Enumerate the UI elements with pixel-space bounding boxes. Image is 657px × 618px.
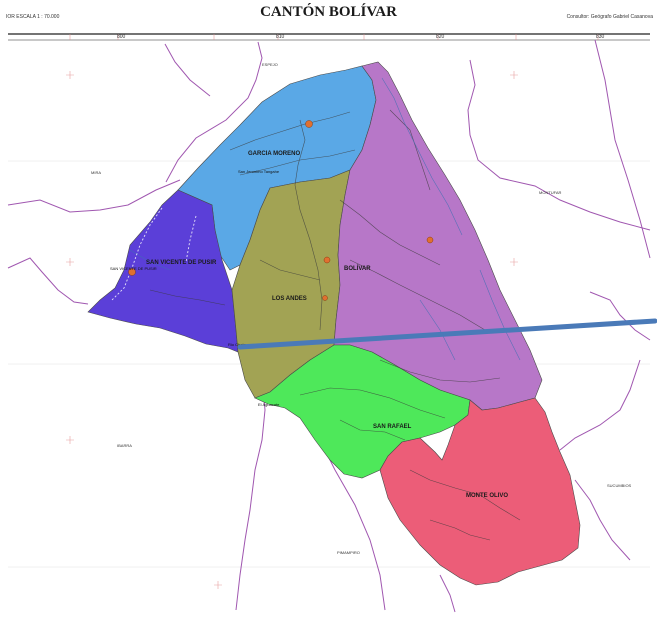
annotation-line bbox=[237, 318, 657, 350]
neighbor-pimampiro: PIMAMPIRO bbox=[337, 550, 360, 555]
label-monte-olivo: MONTE OLIVO bbox=[466, 493, 508, 499]
grid-ticks bbox=[69, 34, 599, 40]
neighbor-ibarra: IBARRA bbox=[117, 443, 132, 448]
parish-san-vicente-de-pusir[interactable] bbox=[87, 189, 239, 353]
map-title: CANTÓN BOLÍVAR bbox=[260, 4, 397, 20]
neighbor-espejo: ESPEJO bbox=[262, 62, 278, 67]
neighbor-boundaries bbox=[7, 39, 651, 613]
neighbor-mira: MIRA bbox=[91, 170, 101, 175]
grid-label-820: 820 bbox=[436, 34, 445, 40]
label-los-andes: LOS ANDES bbox=[272, 296, 307, 302]
town-markers bbox=[128, 120, 434, 301]
label-san-rafael: SAN RAFAEL bbox=[373, 424, 412, 430]
scale-text: IOR ESCALA 1 : 70.000 bbox=[6, 14, 60, 20]
place-rio-chota: Rio Chota bbox=[228, 342, 247, 347]
label-garcia-moreno: GARCIA MORENO bbox=[248, 151, 300, 157]
label-san-vicente-de-pusir: SAN VICENTE DE PUSIR bbox=[146, 260, 217, 266]
white-dashed-tracks bbox=[111, 207, 197, 301]
parish-monte-olivo[interactable] bbox=[379, 397, 581, 586]
rivers-roads bbox=[149, 109, 521, 541]
grid-label-830: 830 bbox=[596, 34, 605, 40]
grid-label-800: 800 bbox=[117, 34, 126, 40]
place-san-jeronimo: San Jeronimo Tangahe bbox=[238, 169, 280, 174]
consultant-text: Consultor: Geógrafo Gabriel Casanova bbox=[566, 14, 653, 20]
label-bolivar: BOLÍVAR bbox=[344, 264, 371, 272]
neighbor-montufar: MONTUFAR bbox=[539, 190, 562, 195]
neighbor-sucumbios: SUCUMBIOS bbox=[607, 483, 632, 488]
grid-label-810: 810 bbox=[276, 34, 285, 40]
place-el-aguacate: El Aguacate bbox=[258, 402, 280, 407]
place-san-vicente-de-pusir: SAN VICENTE DE PUSIR bbox=[110, 266, 157, 271]
